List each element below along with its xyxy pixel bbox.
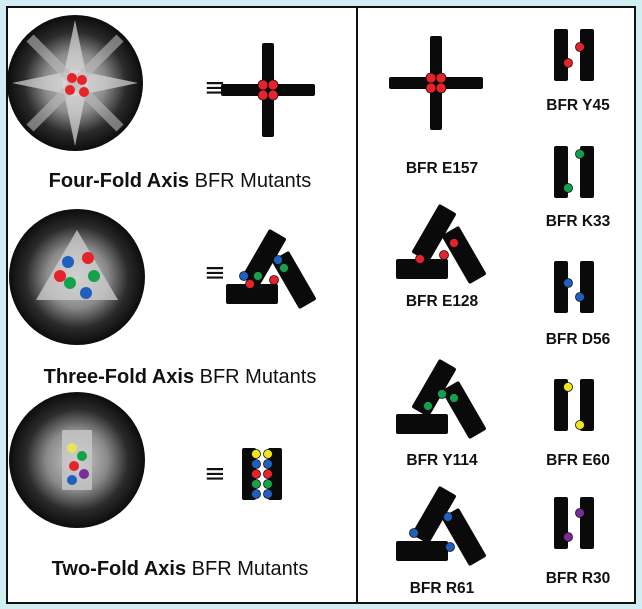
mutant-label-k33: BFR K33: [545, 213, 611, 230]
mutant-icon-e60: [554, 379, 594, 431]
four-fold-icon: [221, 43, 315, 137]
mutant-label-e157: BFR E157: [405, 160, 479, 177]
mutant-icon-d56: [554, 261, 594, 313]
mutant-icon-y114: [396, 358, 487, 440]
mutant-icon-k33: [554, 146, 594, 198]
mutant-label-y114: BFR Y114: [406, 452, 478, 469]
mutant-label-y45: BFR Y45: [546, 97, 610, 114]
three-fold-icon: [226, 228, 317, 310]
mutant-icon-r30: [554, 497, 594, 549]
axis-caption-four-fold: Four-Fold Axis BFR Mutants: [48, 170, 312, 192]
four-fold-protein-image: [7, 15, 143, 151]
mutant-label-r30: BFR R30: [545, 570, 611, 587]
mutant-icon-e157: [389, 36, 483, 130]
mutant-icon-y45: [554, 29, 594, 81]
two-fold-protein-image: [9, 392, 145, 528]
mutant-label-e60: BFR E60: [546, 452, 610, 469]
axis-caption-two-fold: Two-Fold Axis BFR Mutants: [51, 558, 309, 580]
mutant-label-r61: BFR R61: [409, 580, 475, 597]
equiv-symbol-2: ≡: [204, 258, 226, 288]
mutant-icon-e128: [396, 203, 487, 285]
two-fold-icon: [242, 448, 282, 500]
mutant-label-e128: BFR E128: [405, 293, 479, 310]
equiv-symbol: ≡: [204, 73, 226, 103]
mutant-label-d56: BFR D56: [545, 331, 611, 348]
mutant-icon-r61: [396, 485, 487, 567]
three-fold-protein-image: [9, 209, 145, 345]
axis-caption-three-fold: Three-Fold Axis BFR Mutants: [43, 366, 317, 388]
equiv-symbol-3: ≡: [204, 459, 226, 489]
